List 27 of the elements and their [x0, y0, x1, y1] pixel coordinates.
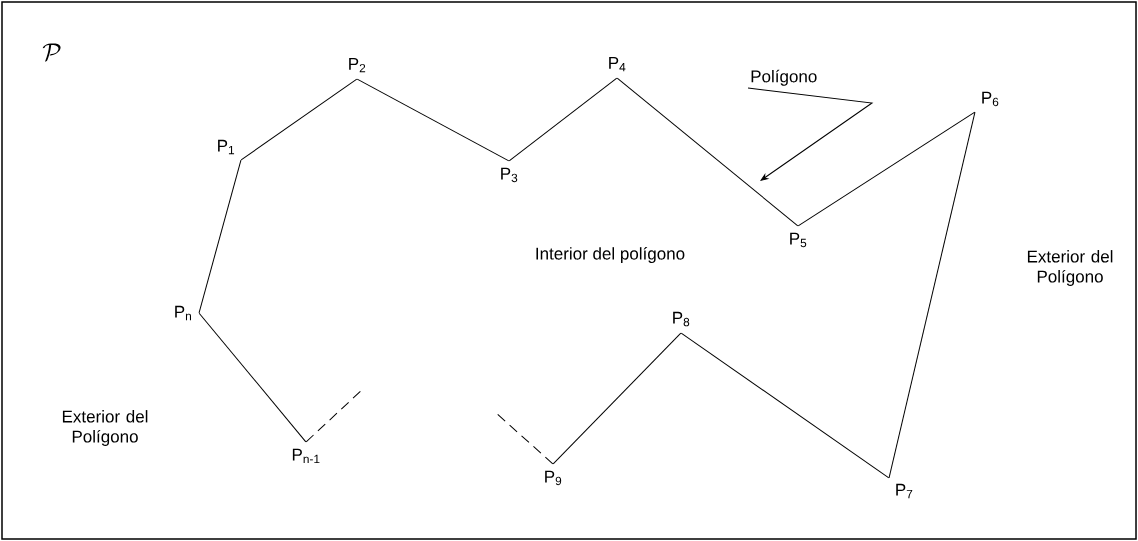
- leader-line: [747, 87, 873, 181]
- polygon-side: [680, 332, 890, 479]
- vertex-label: P$_{6}$: [982, 91, 999, 107]
- polygon-side: [888, 111, 976, 479]
- vertex-label: P$_{1}$: [218, 139, 235, 155]
- region-label: Interior del polígono: [536, 247, 685, 264]
- vertex-label: P$_{n-1}$: [292, 448, 320, 464]
- polygon-side: [240, 78, 358, 161]
- vertex-label: P$_{9}$: [545, 470, 562, 486]
- polygon-side: [198, 159, 242, 314]
- polygon-side: [552, 332, 682, 465]
- polygon-side: [508, 77, 618, 162]
- callout-text: Polígono: [751, 69, 817, 86]
- vertex-label: P$_{5}$: [790, 232, 807, 248]
- polygon-side: [198, 312, 307, 443]
- region-label: Exterior del Polígono: [1027, 250, 1113, 286]
- polygon-side: [356, 78, 510, 162]
- vertex-label: P$_{4}$: [609, 57, 626, 72]
- polygon-symbol: $\mathcal{P}$: [42, 43, 61, 62]
- polygon-side: [797, 111, 976, 227]
- polygon-side: [616, 77, 799, 227]
- vertex-label: P$_{2}$: [349, 58, 366, 73]
- vertex-label: P$_{3}$: [501, 167, 518, 183]
- vertex-label: P$_{n}$: [175, 305, 191, 321]
- region-label: Exterior del Polígono: [62, 410, 148, 446]
- vertex-label: P$_{7}$: [896, 483, 913, 499]
- vertex-label: P$_{8}$: [673, 311, 690, 327]
